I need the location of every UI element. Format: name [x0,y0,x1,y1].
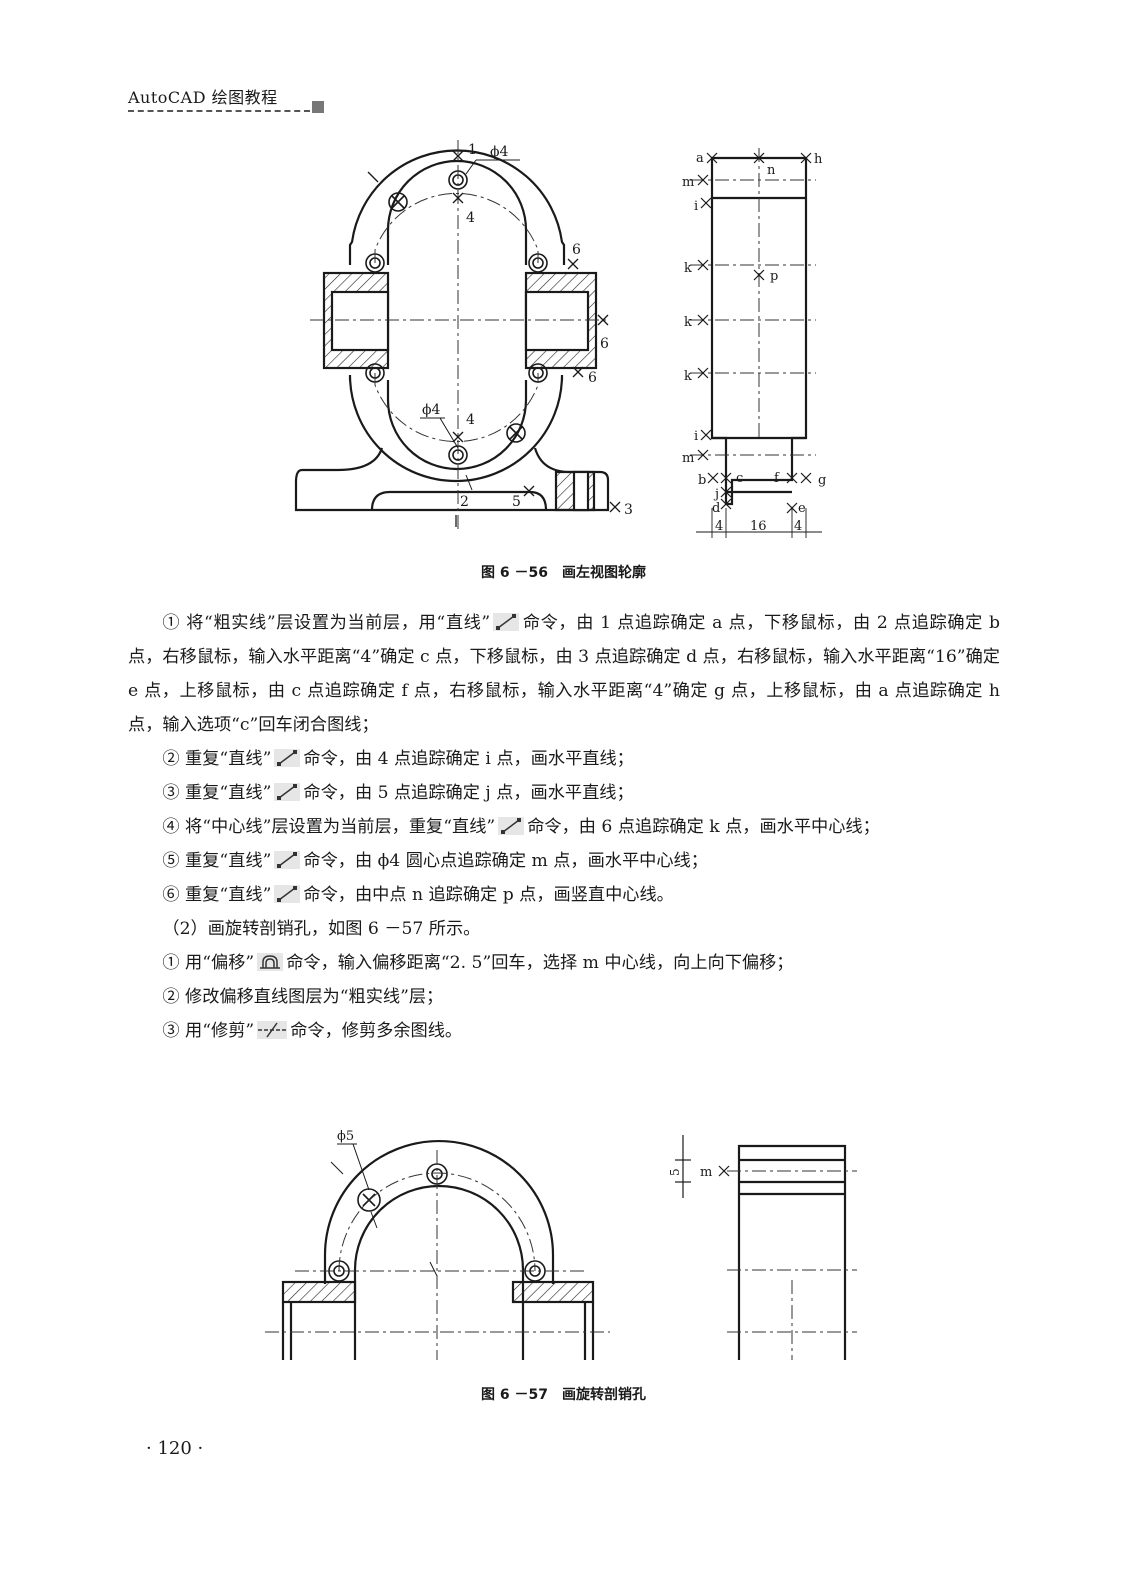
figure-6-56-drawing: 1 ϕ4 4 6 6 6 ϕ4 4 2 5 3 [294,140,826,538]
pin-holes [365,170,548,465]
line-command-icon [274,783,301,801]
paragraph-8-before: ① 用“偏移” [162,953,255,973]
fig57-markers [675,1135,730,1198]
left-view-centerlines [690,148,816,456]
paragraph-9: ② 修改偏移直线图层为“粗实线”层； [128,980,1000,1014]
label-m-57: m [700,1165,712,1180]
label-n: n [767,163,776,178]
label-dia-top: ϕ4 [490,144,509,160]
line-command-icon [274,851,301,869]
label-point-4a: 4 [466,210,475,226]
paragraph-1: ① 将“粗实线”层设置为当前层，用“直线”命令，由 1 点追踪确定 a 点，下移… [128,606,1000,742]
label-point-2: 2 [460,494,469,510]
label-dia-bottom: ϕ4 [422,402,441,418]
line-command-icon [498,817,525,835]
running-header: AutoCAD 绘图教程 [128,88,278,107]
fig57-centerlines [265,1150,610,1360]
figure-6-57-caption: 图 6 －57 画旋转剖销孔 [481,1387,646,1403]
label-p: p [770,269,778,284]
paragraph-3-after: 命令，由 5 点追踪确定 j 点，画水平直线； [303,783,634,803]
fig57-leaders [330,1143,438,1277]
paragraph-4: ④ 将“中心线”层设置为当前层，重复“直线” 命令，由 6 点追踪确定 k 点，画… [128,810,1000,844]
paragraph-5-after: 命令，由 ϕ4 圆心点追踪确定 m 点，画水平中心线； [303,851,708,871]
label-c: c [736,471,743,486]
tracking-markers [367,150,621,527]
paragraph-5-before: ⑤ 重复“直线” [162,851,272,871]
label-i1: i [694,199,698,214]
dim-4-left: 4 [715,519,723,534]
label-k3: k [684,369,692,384]
label-point-6a: 6 [572,242,581,258]
partial-left-view [737,1144,847,1360]
figure-6-57-drawing: ϕ5 m 5 [265,1129,857,1360]
label-k1: k [684,261,692,276]
trim-command-icon [257,1021,288,1039]
paragraph-4-after: 命令，由 6 点追踪确定 k 点，画水平中心线； [527,817,880,837]
diameter-leaders [420,159,520,491]
paragraph-6-after: 命令，由中点 n 追踪确定 p 点，画竖直中心线。 [303,885,674,905]
paragraph-8: ① 用“偏移” 命令，输入偏移距离“2. 5”回车，选择 m 中心线，向上向下偏移… [128,946,1000,980]
label-point-4b: 4 [466,412,475,428]
front-view-outline [294,149,610,512]
label-point-3: 3 [624,502,633,518]
paragraph-1-after: 命令，由 1 点追踪确定 a 点，下移鼠标，由 2 点追踪确定 b 点，右移鼠标… [128,613,1000,735]
page-number: · 120 · [146,1438,204,1459]
line-command-icon [274,749,301,767]
paragraph-7-before: （2）画旋转剖销孔，如图 6 －57 所示。 [162,919,481,939]
paragraph-4-before: ④ 将“中心线”层设置为当前层，重复“直线” [162,817,496,837]
paragraph-2-after: 命令，由 4 点追踪确定 i 点，画水平直线； [303,749,634,769]
paragraph-10-before: ③ 用“修剪” [162,1021,255,1041]
label-b: b [698,473,706,488]
instruction-text: ① 将“粗实线”层设置为当前层，用“直线”命令，由 1 点追踪确定 a 点，下移… [128,606,1000,1048]
label-f: f [774,471,780,486]
label-h: h [814,152,823,167]
paragraph-3-before: ③ 重复“直线” [162,783,272,803]
front-view-centerlines [310,140,610,530]
paragraph-2-before: ② 重复“直线” [162,749,272,769]
paragraph-10-after: 命令，修剪多余图线。 [290,1021,463,1041]
paragraph-6-before: ⑥ 重复“直线” [162,885,272,905]
partial-front-view [281,1139,595,1360]
paragraph-10: ③ 用“修剪” 命令，修剪多余图线。 [128,1014,1000,1048]
left-view-centerlines-57 [727,1170,857,1360]
line-command-icon [274,885,301,903]
header-dashed-rule [128,110,310,112]
label-point-6c: 6 [588,370,597,386]
paragraph-5: ⑤ 重复“直线” 命令，由 ϕ4 圆心点追踪确定 m 点，画水平中心线； [128,844,1000,878]
paragraph-6: ⑥ 重复“直线” 命令，由中点 n 追踪确定 p 点，画竖直中心线。 [128,878,1000,912]
line-command-icon [493,613,520,631]
label-point-5: 5 [512,494,521,510]
label-i2: i [694,429,698,444]
label-e: e [798,501,806,516]
label-d: d [712,501,720,516]
label-k2: k [684,315,692,330]
left-view-markers [697,152,812,514]
paragraph-2: ② 重复“直线” 命令，由 4 点追踪确定 i 点，画水平直线； [128,742,1000,776]
dim-16: 16 [750,519,767,534]
offset-command-icon [257,953,284,971]
paragraph-3: ③ 重复“直线” 命令，由 5 点追踪确定 j 点，画水平直线； [128,776,1000,810]
label-m2: m [682,451,694,466]
label-dia-5: ϕ5 [337,1129,354,1144]
figure-6-56-caption: 图 6 －56 画左视图轮廓 [481,565,646,581]
label-a: a [696,151,704,166]
header-marker-block [312,101,324,113]
label-j: j [713,487,719,502]
label-point-1: 1 [468,142,477,158]
paragraph-8-after: 命令，输入偏移距离“2. 5”回车，选择 m 中心线，向上向下偏移； [286,953,794,973]
left-view-dimensions [696,508,822,538]
paragraph-1-before: ① 将“粗实线”层设置为当前层，用“直线” [162,613,491,633]
label-point-6b: 6 [600,336,609,352]
paragraph-7: （2）画旋转剖销孔，如图 6 －57 所示。 [128,912,1000,946]
paragraph-9-before: ② 修改偏移直线图层为“粗实线”层； [162,987,444,1007]
left-view-outline [710,156,808,506]
label-m1: m [682,175,694,190]
dim-4-right: 4 [794,519,802,534]
dim-5: 5 [668,1168,682,1176]
label-g: g [818,473,826,488]
